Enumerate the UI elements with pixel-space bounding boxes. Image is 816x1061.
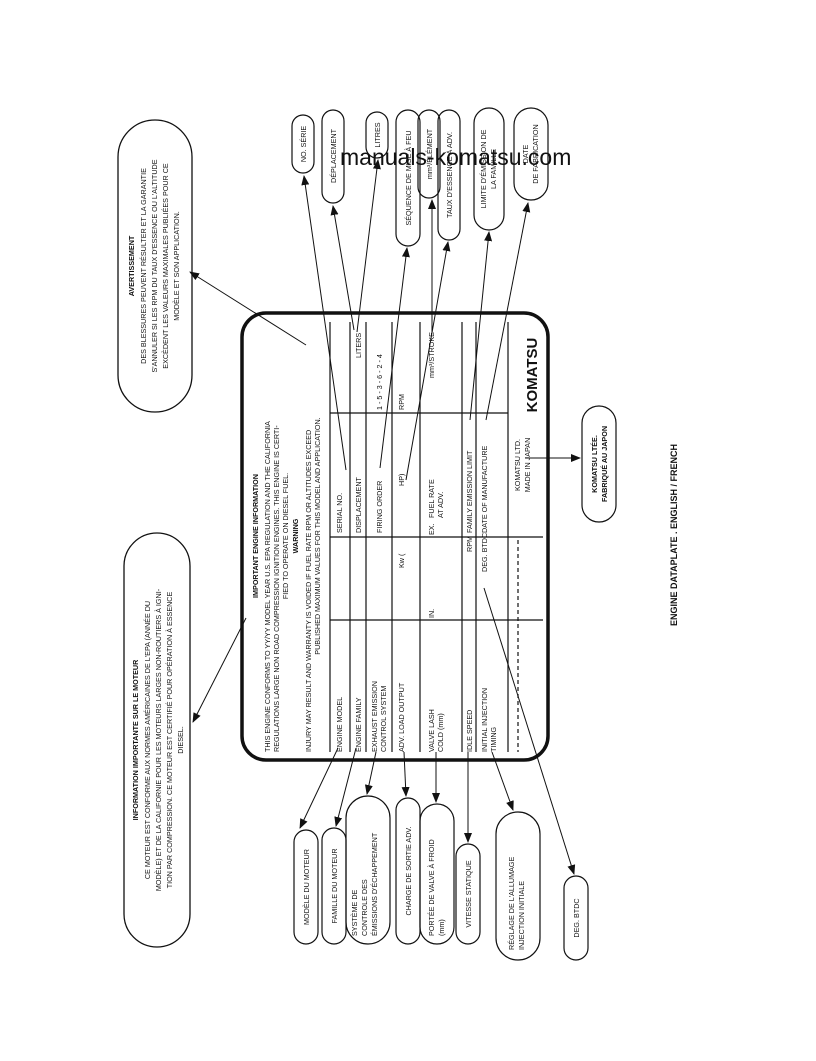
label-systeme-2: CONTROLE DES	[360, 879, 369, 936]
pill-modele	[293, 829, 319, 945]
pill-date	[513, 107, 549, 201]
pill-deplacement	[321, 109, 345, 204]
watermark-text: manuals-komatsu.com	[340, 144, 572, 170]
plate-idle-speed: IDLE SPEED	[465, 710, 474, 752]
label-portee-1: PORTÉE DE VALVE À FROID	[427, 839, 436, 936]
avert-line-1: DES BLESSURES PEUVENT RÉSULTER ET LA GAR…	[139, 168, 148, 364]
label-deg-btdc: DEG. BTDC	[572, 898, 581, 937]
dataplate: IMPORTANT ENGINE INFORMATION THIS ENGINE…	[240, 311, 550, 762]
plate-valve-1: VALVE LASH	[427, 709, 436, 752]
plate-intro-1: THIS ENGINE CONFORMS TO YY/YY MODEL YEAR…	[263, 421, 272, 752]
plate-engine-family: ENGINE FAMILY	[354, 697, 363, 752]
label-portee-2: (mm)	[437, 919, 446, 936]
plate-rpm-idle: RPM	[465, 536, 474, 552]
komatsu-logo: KOMATSU	[524, 338, 541, 413]
leader-lines	[189, 159, 581, 875]
label-vitesse: VITESSE STATIQUE	[464, 860, 473, 927]
pill-komatsu-ltee	[581, 405, 617, 523]
avert-title: AVERTISSEMENT	[127, 235, 136, 296]
label-famille: FAMILLE DU MOTEUR	[330, 848, 339, 923]
label-systeme-3: ÉMISSIONS D'ÉCHAPPEMENT	[370, 832, 379, 936]
label-deplacement: DÉPLACEMENT	[329, 128, 338, 183]
label-komatsu-1: KOMATSU LTÉE.	[590, 435, 599, 493]
plate-warning-title: WARNING	[291, 518, 300, 553]
label-date-1: DATE	[521, 144, 530, 163]
info-line-1: CE MOTEUR EST CONFORME AUX NORMES AMÉRIC…	[143, 601, 152, 879]
plate-deg-btdc: DEG. BTDC	[480, 533, 489, 572]
info-callout: INFORMATION IMPORTANTE SUR LE MOTEUR CE …	[123, 532, 191, 948]
plate-in: IN.	[427, 609, 436, 618]
plate-warning-2: PUBLISHED MAXIMUM VALUES FOR THIS MODEL …	[313, 417, 322, 654]
plate-kw: Kw (	[397, 553, 406, 568]
plate-family-limit: FAMILY EMISSION LIMIT	[465, 450, 474, 533]
plate-date-manufacture: DATE OF MANUFACTURE	[480, 445, 489, 533]
label-modele: MODÈLE DU MOTEUR	[302, 849, 311, 925]
avert-line-4: MODÈLE ET SON APPLICATION.	[172, 211, 181, 321]
plate-fuel-2: AT ADV.	[436, 492, 445, 518]
pill-vitesse	[455, 843, 481, 945]
plate-maker-1: KOMATSU LTD.	[513, 439, 522, 491]
pill-portee	[419, 803, 455, 945]
plate-hp: HP)	[397, 474, 406, 486]
plate-stroke: mm³/STROKE	[427, 332, 436, 378]
pill-element	[417, 109, 441, 199]
plate-ex: EX.	[427, 523, 436, 535]
plate-intro-3: FIED TO OPERATE ON DIESEL FUEL.	[281, 473, 290, 599]
label-sequence: SÉQUENCE DE MISE À FEU	[404, 130, 413, 225]
pill-litres	[365, 111, 389, 159]
dataplate-border	[240, 311, 550, 762]
plate-displacement: DISPLACEMENT	[354, 476, 363, 533]
pill-deg-btdc	[563, 875, 589, 961]
label-taux: TAUX D'ESSENCE À ADV.	[445, 132, 454, 218]
label-reglage-2: INJECTION INITIALE	[517, 881, 526, 950]
figure-caption: ENGINE DATAPLATE . ENGLISH / FRENCH	[669, 444, 679, 626]
plate-exhaust-1: EXHAUST EMISSION	[370, 681, 379, 752]
pill-reglage	[495, 811, 541, 961]
plate-firing-order: FIRING ORDER	[375, 481, 384, 533]
plate-maker-2: MADE IN JAPAN	[523, 438, 532, 493]
plate-intro-2: REGULATIONS LARGE NON ROAD COMPRESSION I…	[272, 425, 281, 752]
plate-engine-model: ENGINE MODEL	[335, 697, 344, 752]
plate-liters: LITERS	[354, 333, 363, 358]
info-title: INFORMATION IMPORTANTE SUR LE MOTEUR	[131, 659, 140, 820]
avert-line-2: S'ANNULER SI LES RPM DU TAUX D'ESSENCE O…	[150, 159, 159, 372]
label-limite-2: LA FAMILLE	[489, 149, 498, 189]
pill-systeme	[345, 795, 391, 945]
avert-line-3: EXCÈDENT LES VALEURS MAXIMALES PUBLIÉES …	[161, 163, 170, 369]
pill-limite	[473, 107, 505, 231]
plate-serial-no: SERIAL NO.	[335, 493, 344, 533]
info-line-4: DIESEL.	[176, 726, 185, 754]
label-element: mm³/ÉLÉMENT	[425, 128, 434, 179]
label-systeme-1: SYSTÈME DE	[350, 889, 359, 936]
plate-warning-1: INJURY MAY RESULT AND WARRANTY IS VOIDED…	[304, 430, 313, 752]
plate-fuel-1: FUEL RATE	[427, 479, 436, 518]
dataplate-grid	[329, 322, 543, 752]
label-komatsu-2: FABRIQUÉ AU JAPON	[600, 426, 609, 502]
label-date-2: DE FABRICATION	[531, 124, 540, 183]
plate-header: IMPORTANT ENGINE INFORMATION	[251, 474, 260, 598]
pill-taux	[437, 109, 461, 241]
plate-injection-2: TIMING	[489, 726, 498, 752]
pill-no-serie	[291, 114, 315, 174]
pill-sequence	[395, 109, 421, 247]
avertissement-callout: AVERTISSEMENT DES BLESSURES PEUVENT RÉSU…	[117, 119, 193, 413]
plate-injection-1: INITIAL INJECTION	[480, 688, 489, 752]
plate-load-output: ADV. LOAD OUTPUT	[397, 682, 406, 752]
info-line-3: TION PAR COMPRESSION. CE MOTEUR EST CERT…	[165, 592, 174, 889]
label-limite-1: LIMITE D'ÉMISSION DE	[479, 129, 488, 208]
label-reglage-1: RÉGLAGE DE L'ALLUMAGE	[507, 857, 516, 950]
label-no-serie: NO. SÉRIE	[299, 126, 308, 163]
plate-exhaust-2: CONTROL SYSTEM	[379, 686, 388, 752]
plate-firing-sequence: 1 - 5 - 3 - 6 - 2 - 4	[375, 354, 384, 410]
info-line-2: MODÈLE) ET DE LA CALIFORNIE POUR LES MOT…	[154, 588, 163, 891]
label-litres: LITRES	[373, 122, 382, 147]
label-charge: CHARGE DE SORTIE ADV.	[404, 826, 413, 915]
plate-rpm-load: RPM	[397, 394, 406, 410]
plate-valve-2: COLD (mm)	[436, 713, 445, 752]
